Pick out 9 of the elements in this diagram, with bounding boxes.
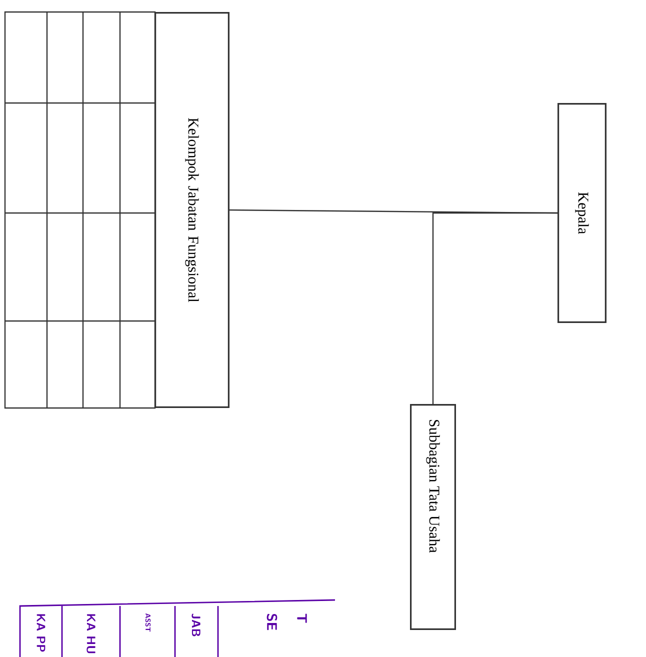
connector-line [432, 212, 558, 404]
org-box: Kelompok Jabatan Fungsional [154, 12, 230, 408]
org-box: Kepala [558, 103, 606, 323]
stamp-text: JAB [192, 614, 200, 636]
stamp-text: T [297, 614, 307, 623]
stamp-text: KA PP [36, 614, 46, 652]
stamp-text: KA HU [86, 614, 96, 654]
stamp-text: SE [266, 614, 278, 630]
org-box: Subbagian Tata Usaha [410, 404, 456, 630]
